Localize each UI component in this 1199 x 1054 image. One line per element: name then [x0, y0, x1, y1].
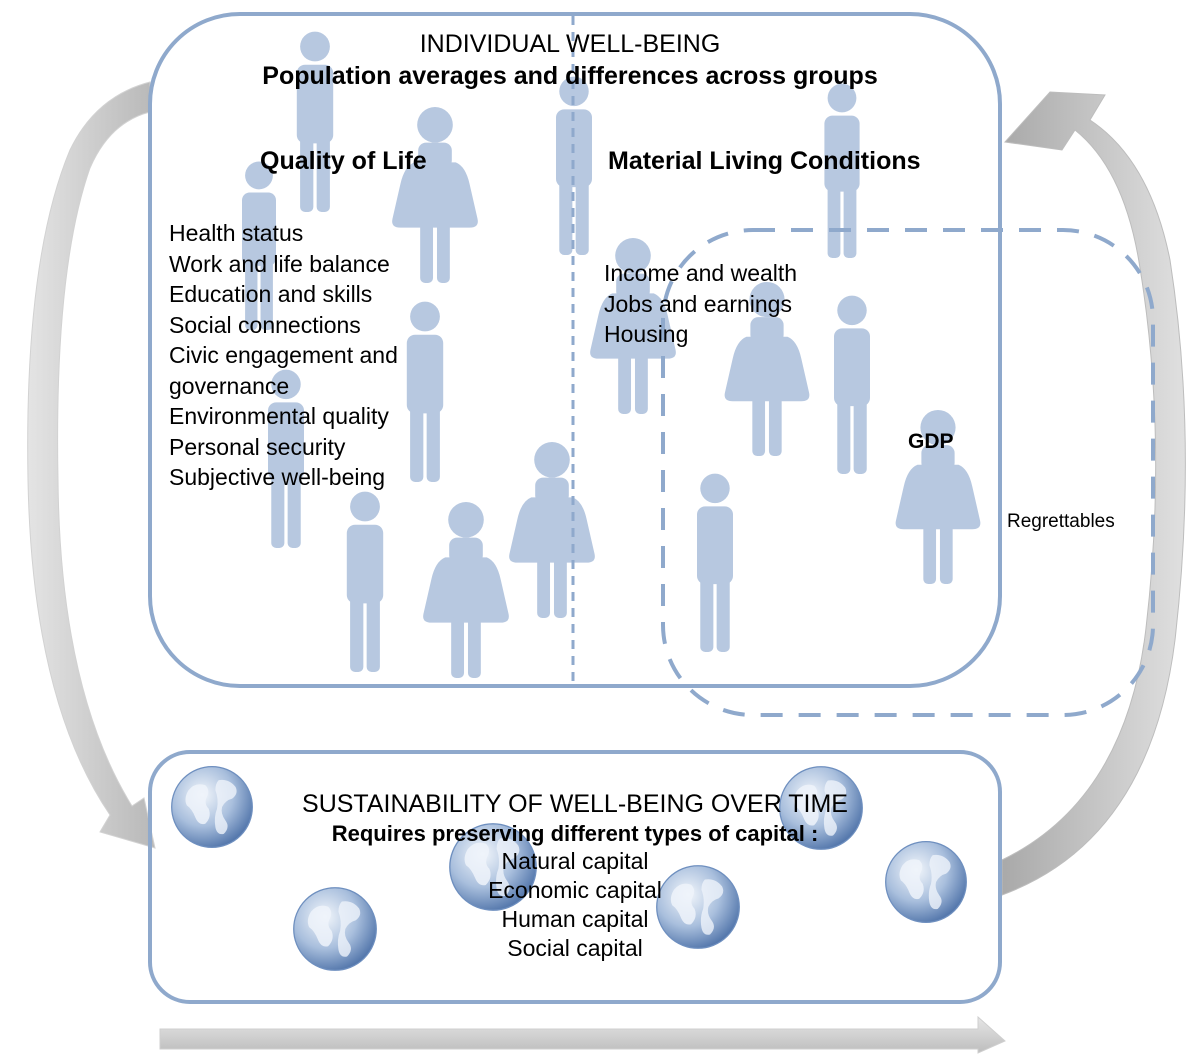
- sustainability-title: SUSTAINABILITY OF WELL-BEING OVER TIME: [302, 790, 848, 818]
- sustainability-text-block: SUSTAINABILITY OF WELL-BEING OVER TIME R…: [150, 790, 1000, 963]
- list-item: Human capital: [501, 906, 649, 932]
- person-dress-icon: [423, 501, 509, 678]
- person-figure-icon: [697, 473, 733, 652]
- individual-wellbeing-subtitle: Population averages and differences acro…: [262, 62, 878, 90]
- regrettables-label: Regrettables: [1007, 511, 1115, 532]
- list-item: Income and wealth: [604, 260, 798, 286]
- left-curved-arrow: [27, 81, 156, 849]
- list-item: Subjective well-being: [169, 464, 386, 490]
- gdp-dashed-region: [661, 228, 1155, 717]
- list-item: Natural capital: [501, 848, 649, 874]
- list-item: Personal security: [169, 433, 346, 460]
- list-item: governance: [169, 372, 290, 399]
- list-item: Housing: [604, 321, 689, 347]
- person-dress-icon: [509, 441, 595, 618]
- time-arrow: [159, 1015, 1006, 1054]
- list-item: Work and life balance: [169, 250, 390, 277]
- list-item: Health status: [169, 220, 304, 246]
- list-item: Environmental quality: [169, 403, 389, 429]
- right-curved-arrow: [1001, 91, 1186, 896]
- list-item: Social capital: [507, 935, 643, 961]
- individual-wellbeing-box: [148, 12, 1002, 688]
- list-item: Civic engagement and: [169, 342, 398, 368]
- person-dress-icon: [392, 106, 478, 283]
- sustainability-subtitle: Requires preserving different types of c…: [331, 821, 819, 846]
- person-figure-icon: [834, 295, 870, 474]
- capital-types-list: Natural capital Economic capital Human c…: [150, 847, 1000, 963]
- list-item: Economic capital: [488, 877, 662, 903]
- material-living-conditions-heading: Material Living Conditions: [608, 147, 921, 175]
- list-item: Education and skills: [169, 281, 373, 307]
- gdp-label: GDP: [908, 430, 954, 453]
- person-figure-icon: [406, 301, 444, 482]
- quality-of-life-list: Health status Work and life balance Educ…: [169, 218, 398, 493]
- person-figure-icon: [346, 491, 384, 672]
- quality-of-life-heading: Quality of Life: [260, 147, 427, 175]
- list-item: Jobs and earnings: [604, 290, 792, 317]
- individual-wellbeing-title: INDIVIDUAL WELL-BEING: [419, 30, 721, 58]
- list-item: Social connections: [169, 311, 361, 338]
- material-living-conditions-list: Income and wealth Jobs and earnings Hous…: [604, 258, 797, 350]
- sustainability-box: [148, 750, 1002, 1004]
